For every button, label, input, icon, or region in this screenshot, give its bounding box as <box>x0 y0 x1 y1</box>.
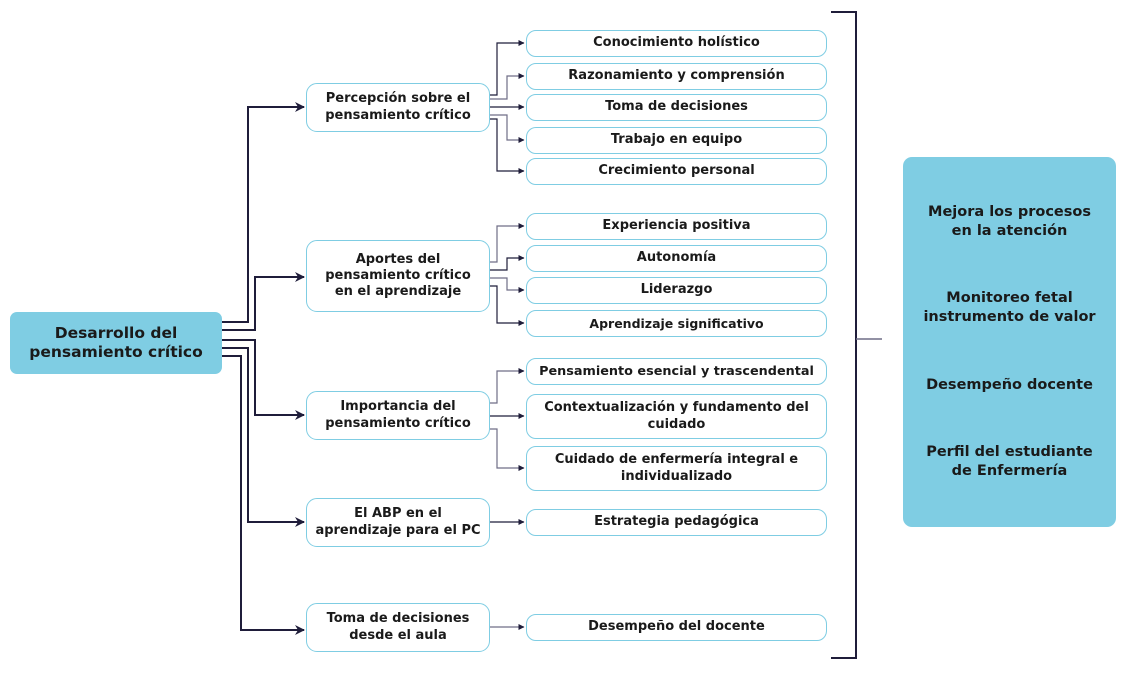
leaf-connector-5 <box>490 223 525 263</box>
leaf-node[interactable]: Aprendizaje significativo <box>526 310 827 337</box>
leaf-connector-6 <box>490 255 525 271</box>
leaf-connector-7 <box>490 277 525 293</box>
outcome-item: Mejora los procesos en la atención <box>928 204 1091 240</box>
leaf-node[interactable]: Conocimiento holístico <box>526 30 827 57</box>
outcomes-panel: Mejora los procesos en la atención Monit… <box>903 157 1116 527</box>
root-connector-2 <box>222 339 305 420</box>
branch-node-toma-decisiones[interactable]: Toma de decisiones desde el aula <box>306 603 490 652</box>
leaf-node[interactable]: Toma de decisiones <box>526 94 827 121</box>
branch-node-aportes[interactable]: Aportes del pensamiento crítico en el ap… <box>306 240 490 312</box>
leaf-node[interactable]: Experiencia positiva <box>526 213 827 240</box>
leaf-connector-4 <box>490 118 525 174</box>
leaf-node[interactable]: Liderazgo <box>526 277 827 304</box>
root-connector-1 <box>222 272 305 331</box>
branch-node-percepcion[interactable]: Percepción sobre el pensamiento crítico <box>306 83 490 132</box>
leaf-node[interactable]: Estrategia pedagógica <box>526 509 827 536</box>
branch-node-abp[interactable]: El ABP en el aprendizaje para el PC <box>306 498 490 547</box>
leaf-node[interactable]: Desempeño del docente <box>526 614 827 641</box>
root-connector-4 <box>222 355 305 635</box>
leaf-node[interactable]: Razonamiento y comprensión <box>526 63 827 90</box>
leaf-node[interactable]: Pensamiento esencial y trascendental <box>526 358 827 385</box>
leaf-connector-0 <box>490 40 525 96</box>
leaf-node[interactable]: Cuidado de enfermería integral e individ… <box>526 446 827 491</box>
outcome-item: Monitoreo fetal instrumento de valor <box>923 290 1096 326</box>
leaf-connector-8 <box>490 285 525 326</box>
branch-node-importancia[interactable]: Importancia del pensamiento crítico <box>306 391 490 440</box>
leaf-node[interactable]: Contextualización y fundamento del cuida… <box>526 394 827 439</box>
bracket <box>831 11 857 659</box>
leaf-connector-9 <box>490 368 525 404</box>
outcome-item: Desempeño docente <box>926 376 1093 393</box>
leaf-connector-3 <box>490 114 525 143</box>
root-connector-0 <box>222 102 305 323</box>
leaf-connector-11 <box>490 428 525 471</box>
outcome-item: Perfil del estudiante de Enfermería <box>926 444 1093 479</box>
leaf-node[interactable]: Crecimiento personal <box>526 158 827 185</box>
leaf-node[interactable]: Trabajo en equipo <box>526 127 827 154</box>
leaf-connector-1 <box>490 73 525 100</box>
root-node[interactable]: Desarrollo del pensamiento crítico <box>10 312 222 374</box>
leaf-node[interactable]: Autonomía <box>526 245 827 272</box>
root-connector-3 <box>222 347 305 527</box>
